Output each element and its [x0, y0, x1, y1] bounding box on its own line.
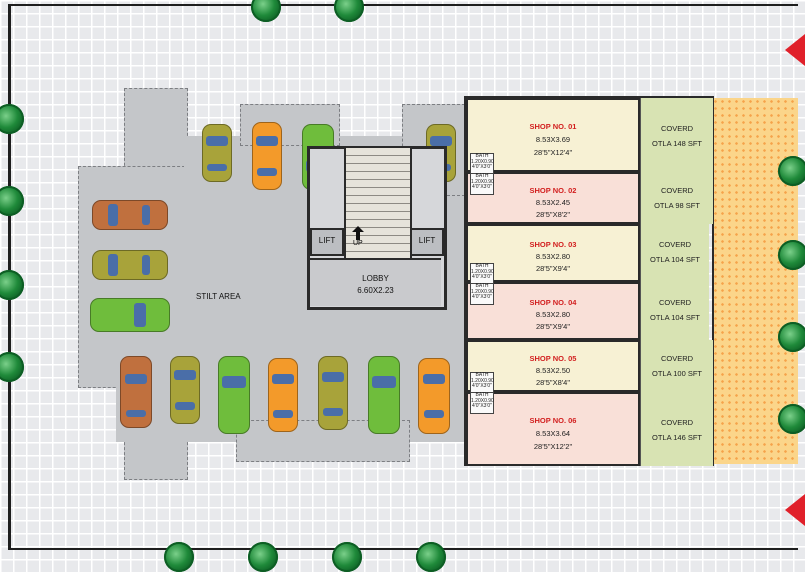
staircase [344, 146, 412, 260]
boundary-top [8, 4, 798, 6]
car-top-1 [202, 124, 232, 182]
lobby: LOBBY 6.60X2.23 [310, 258, 441, 306]
car-left-3 [90, 298, 170, 332]
tree-icon [334, 0, 364, 22]
shop-02: SHOP NO. 02 8.53X2.45 28'5"X8'2" [466, 172, 640, 224]
tree-icon [0, 352, 24, 382]
car-bottom-7 [418, 358, 450, 434]
tree-icon [778, 322, 805, 352]
lobby-title: LOBBY [362, 274, 389, 283]
lobby-size: 6.60X2.23 [357, 286, 394, 295]
car-bottom-1 [120, 356, 152, 428]
stilt-area-label: STILT AREA [196, 292, 241, 301]
car-left-1 [92, 200, 168, 230]
lift-left: LIFT [310, 228, 344, 256]
shop-01: SHOP NO. 01 8.53X3.69 28'5"X12'4" [466, 98, 640, 172]
tree-icon [416, 542, 446, 572]
boundary-marker-icon [785, 34, 805, 66]
tree-icon [778, 240, 805, 270]
boundary-bottom [8, 548, 798, 550]
boundary-marker-icon [785, 494, 805, 526]
tree-icon [332, 542, 362, 572]
shop-06: SHOP NO. 06 8.53X3.64 28'5"X12'2" [466, 392, 640, 466]
car-bottom-2 [170, 356, 200, 424]
lift-right: LIFT [410, 228, 444, 256]
tree-icon [0, 270, 24, 300]
car-bottom-4 [268, 358, 298, 432]
car-bottom-3 [218, 356, 250, 434]
shop-05: SHOP NO. 05 8.53X2.50 28'5"X8'4" [466, 340, 640, 392]
tree-icon [248, 542, 278, 572]
tree-icon [778, 156, 805, 186]
car-left-2 [92, 250, 168, 280]
tree-icon [0, 186, 24, 216]
car-bottom-6 [368, 356, 400, 434]
up-arrow-icon [352, 226, 364, 240]
tree-icon [0, 104, 24, 134]
tree-icon [778, 404, 805, 434]
shop-03: SHOP NO. 03 8.53X2.80 28'5"X9'4" [466, 224, 640, 282]
shop-04: SHOP NO. 04 8.53X2.80 28'5"X9'4" [466, 282, 640, 340]
tree-icon [164, 542, 194, 572]
stair-up-label: UP [353, 240, 363, 247]
car-top-2 [252, 122, 282, 190]
car-bottom-5 [318, 356, 348, 430]
tree-icon [251, 0, 281, 22]
